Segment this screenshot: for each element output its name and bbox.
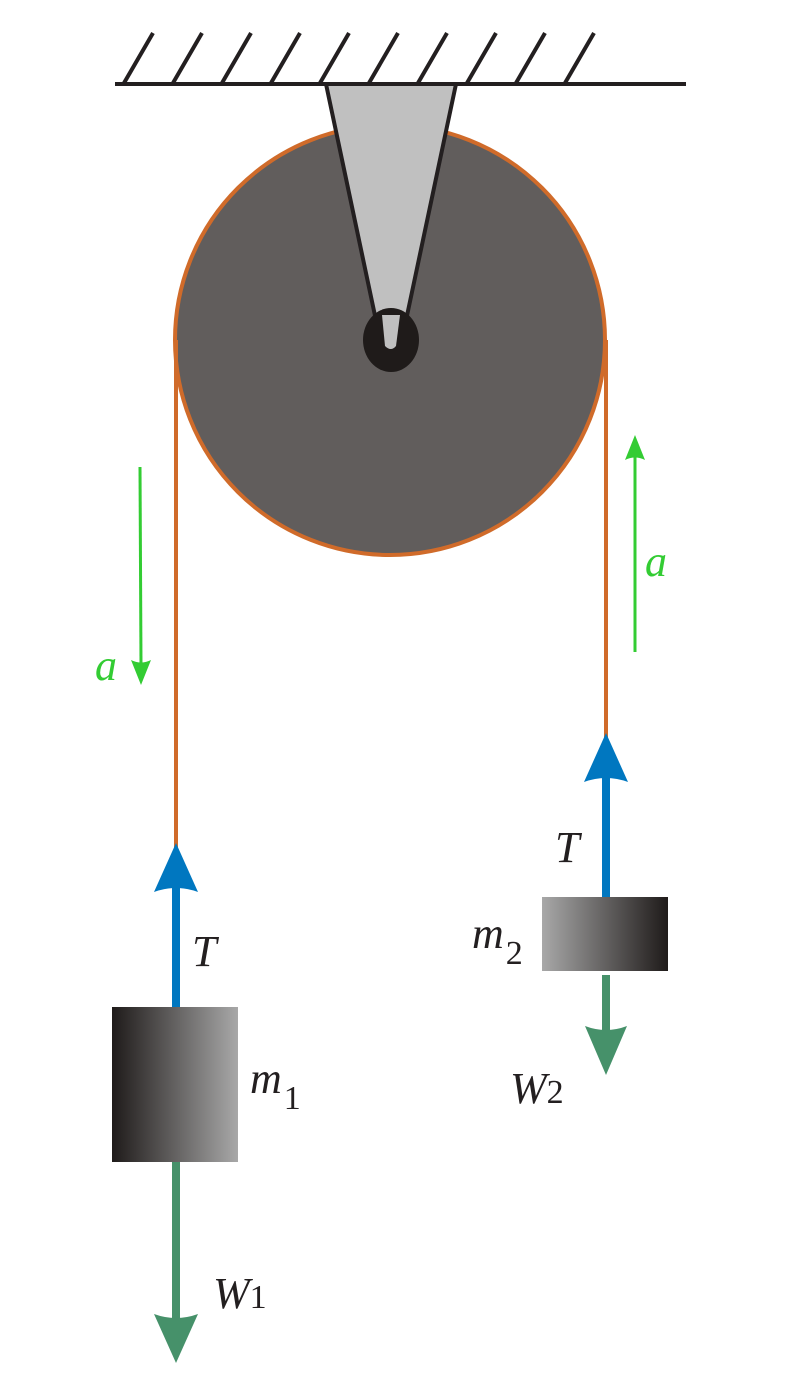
- acceleration-label-right: a: [645, 537, 667, 586]
- ceiling-hatch-mark: [122, 31, 155, 85]
- mass-2-label: m2: [472, 909, 523, 972]
- ceiling-hatch-mark: [318, 31, 351, 85]
- ceiling-hatch-mark: [171, 31, 204, 85]
- weight-2-symbol: W: [510, 1064, 550, 1113]
- acceleration-arrow-right: [625, 435, 645, 652]
- tension-arrow-right: [584, 733, 628, 897]
- ceiling-hatch-mark: [367, 31, 400, 85]
- ceiling-hatch-mark: [563, 31, 596, 85]
- mass-2-subscript: 2: [506, 935, 523, 972]
- ceiling-hatch-mark: [416, 31, 449, 85]
- tension-label-right: T: [555, 823, 583, 872]
- mass-1-block: [112, 1007, 238, 1162]
- mass-1-subscript: 1: [284, 1080, 301, 1117]
- tension-arrow-left: [154, 843, 198, 1007]
- mass-1-label: m1: [250, 1054, 301, 1117]
- weight-arrow-2: [585, 975, 627, 1075]
- weight-1-subscript: 1: [250, 1279, 267, 1316]
- mass-1-symbol: m: [250, 1054, 282, 1103]
- ceiling-hatch-mark: [514, 31, 547, 85]
- acceleration-label-left: a: [95, 641, 117, 690]
- weight-2-label: W2: [510, 1064, 564, 1113]
- weight-2-subscript: 2: [547, 1074, 564, 1111]
- weight-1-symbol: W: [213, 1269, 253, 1318]
- ceiling-hatch-mark: [269, 31, 302, 85]
- bracket-tip: [382, 315, 400, 349]
- weight-arrow-1: [154, 1162, 198, 1363]
- tension-label-left: T: [192, 927, 220, 976]
- mass-2-symbol: m: [472, 909, 504, 958]
- acceleration-arrow-left: [131, 466, 151, 685]
- weight-1-label: W1: [213, 1269, 267, 1318]
- ceiling-hatch-mark: [220, 31, 253, 85]
- ceiling-hatch-mark: [465, 31, 498, 85]
- mass-2-block: [542, 897, 668, 971]
- ceiling: [115, 31, 686, 86]
